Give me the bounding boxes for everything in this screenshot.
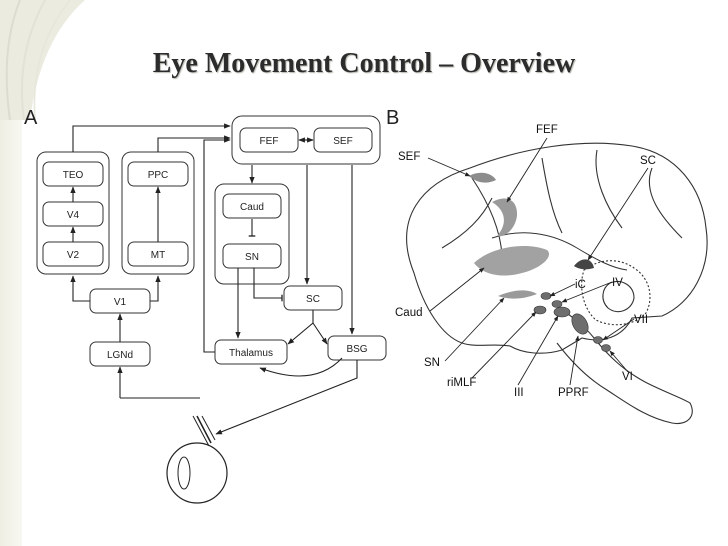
iv-nucleus: [551, 300, 563, 308]
label-vi: VI: [622, 371, 633, 383]
sc-region: [574, 259, 594, 270]
label-iv: IV: [612, 277, 623, 289]
eye-illustration: [166, 415, 228, 504]
arrow-v1-to-v2: [70, 275, 90, 302]
box-bsg: BSG: [327, 335, 387, 361]
panel-a-connections: [70, 123, 358, 435]
box-ppc-label: PPC: [148, 170, 169, 181]
figure-svg: A FEF SEF TEO V4 V2 PPC: [24, 107, 708, 504]
box-fef-label: FEF: [260, 136, 279, 147]
arrow-v1-to-mt: [150, 275, 161, 302]
sn-region: [498, 290, 537, 299]
box-sc-label: SC: [306, 294, 320, 305]
label-sc: SC: [640, 155, 656, 167]
arrow-thalamus-to-fef: [203, 137, 231, 353]
arrow-sc-to-bsg: [312, 322, 328, 345]
box-lgnd: LGNd: [89, 341, 151, 367]
label-iii: III: [514, 387, 524, 399]
box-v2: V2: [42, 241, 104, 267]
brain-regions: [469, 172, 594, 299]
frontal-eye-field-group: [231, 115, 381, 165]
box-thalamus-label: Thalamus: [229, 348, 273, 359]
arrow-ventral-to-fef: [72, 123, 231, 152]
panel-b-labels: SEF FEF SC iC IV Caud VII SN VI riMLF II…: [395, 124, 656, 399]
label-vii: VII: [634, 314, 648, 326]
arrow-dorsal-to-fef: [157, 135, 231, 152]
iii-nucleus: [553, 306, 571, 318]
inhibit-sn-to-sc: [252, 267, 283, 302]
label-caud: Caud: [395, 307, 423, 319]
brainstem-nuclei: [533, 292, 611, 352]
fef-region: [492, 198, 518, 237]
caud-region: [474, 246, 550, 276]
box-caud-label: Caud: [240, 202, 264, 213]
panel-a: A FEF SEF TEO V4 V2 PPC: [24, 107, 387, 504]
rimlf-nucleus: [533, 305, 547, 315]
left-decorative-band: [0, 120, 22, 546]
box-mt-label: MT: [151, 250, 165, 261]
slide-title: Eye Movement Control – Overview: [152, 48, 576, 79]
box-teo-label: TEO: [63, 170, 84, 181]
label-rimlf: riMLF: [447, 377, 476, 389]
sef-region: [469, 172, 496, 183]
panel-b-leaders: [427, 137, 649, 386]
label-sef: SEF: [398, 151, 420, 163]
box-v1-label: V1: [114, 297, 127, 308]
box-v1: V1: [89, 288, 151, 314]
arrow-bsg-to-thalamus: [259, 357, 343, 377]
arrow-sc-to-thalamus: [287, 310, 314, 345]
box-caud: Caud: [222, 193, 282, 219]
box-ppc: PPC: [127, 161, 189, 187]
box-bsg-label: BSG: [346, 344, 367, 355]
ic-nucleus: [540, 292, 552, 300]
box-v4-label: V4: [67, 210, 80, 221]
box-sef-label: SEF: [333, 136, 352, 147]
box-sn-label: SN: [245, 252, 259, 263]
label-sn: SN: [424, 357, 440, 369]
box-fef: FEF: [239, 127, 299, 153]
vii-nucleus: [593, 336, 603, 344]
label-fef: FEF: [536, 124, 558, 136]
corner-decoration: [0, 0, 85, 120]
box-v4: V4: [42, 201, 104, 227]
box-teo: TEO: [42, 161, 104, 187]
arrow-bsg-to-eye: [215, 360, 358, 435]
box-v2-label: V2: [67, 250, 80, 261]
figure: A FEF SEF TEO V4 V2 PPC: [22, 98, 722, 518]
label-pprf: PPRF: [558, 387, 589, 399]
box-lgnd-label: LGNd: [107, 350, 133, 361]
basal-ganglia-group: [214, 183, 290, 285]
panel-b-letter: B: [386, 107, 399, 129]
vi-nucleus: [601, 344, 611, 352]
label-ic: iC: [575, 279, 586, 291]
box-thalamus: Thalamus: [214, 339, 288, 365]
box-sn: SN: [222, 243, 282, 269]
box-sef: SEF: [313, 127, 373, 153]
brain-outline: [406, 142, 708, 354]
box-mt: MT: [127, 241, 189, 267]
panel-b: B: [386, 107, 708, 425]
pprf-nucleus: [571, 313, 589, 335]
panel-a-letter: A: [24, 107, 38, 129]
box-sc: SC: [283, 285, 343, 311]
